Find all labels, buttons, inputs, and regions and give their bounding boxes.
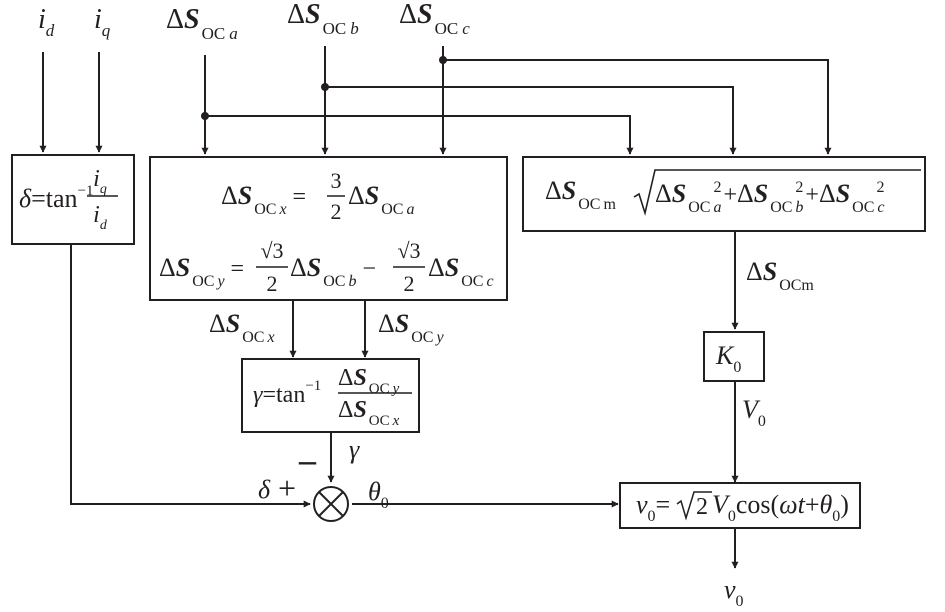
label-delta: δ (258, 475, 271, 504)
junction-socc (439, 56, 447, 64)
junction-socb (321, 83, 329, 91)
wire-socc-branch (443, 59, 832, 155)
svg-text:2: 2 (331, 199, 342, 224)
svg-text:γ=tan−1: γ=tan−1 (253, 378, 321, 408)
wire-soca-branch (205, 115, 634, 155)
k0-label: K0 (715, 341, 741, 376)
output-equation: v0= 2 V0cos(ωt+θ0) (636, 490, 849, 525)
label-v0-output: v0 (724, 575, 744, 610)
label-theta0: θ0 (368, 477, 389, 512)
svg-text:iq: iq (93, 166, 107, 197)
summing-junction (313, 486, 349, 522)
label-id: id (38, 4, 55, 40)
svg-text:2: 2 (696, 494, 708, 520)
svg-text:2: 2 (267, 271, 278, 296)
delta-block (11, 154, 135, 245)
svg-text:v0=: v0= (636, 490, 670, 525)
plus-sign: + (278, 470, 296, 506)
delta-equation: δ=tan−1 iq id (19, 166, 118, 233)
signal-wires (39, 46, 832, 569)
svg-text:2: 2 (404, 271, 415, 296)
gamma-block (241, 358, 420, 433)
label-iq: iq (94, 4, 111, 40)
xy-transform-block (149, 156, 508, 301)
k0-block (703, 331, 765, 382)
label-gamma: γ (349, 435, 360, 464)
svg-text:δ=tan−1: δ=tan−1 (19, 183, 94, 213)
svg-text:V0cos(ωt+θ0): V0cos(ωt+θ0) (712, 490, 849, 525)
svg-text:3: 3 (331, 168, 342, 193)
minus-sign: – (298, 442, 317, 479)
svg-text:√3: √3 (260, 238, 283, 263)
wire-delta (70, 244, 311, 508)
label-v0: V0 (742, 395, 766, 430)
output-block (619, 482, 861, 529)
junction-soca (201, 112, 209, 120)
wire-socb-branch (325, 86, 737, 155)
svg-text:id: id (93, 202, 108, 233)
svg-text:√3: √3 (397, 238, 420, 263)
